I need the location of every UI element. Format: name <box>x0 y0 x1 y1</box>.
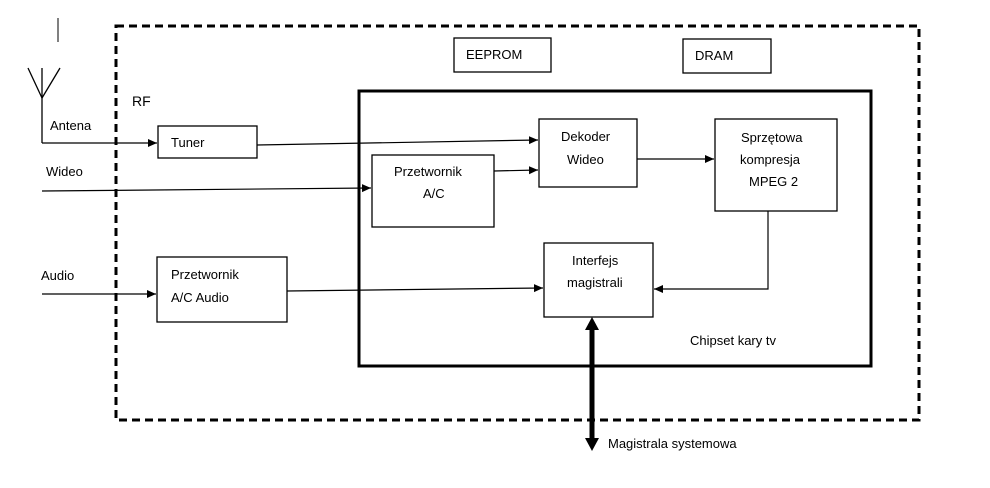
svg-text:Dekoder: Dekoder <box>561 129 611 144</box>
svg-text:Interfejs: Interfejs <box>572 253 619 268</box>
board-label: RF <box>132 93 151 109</box>
svg-text:MPEG 2: MPEG 2 <box>749 174 798 189</box>
adc-audio-block: Przetwornik A/C Audio <box>156 256 288 323</box>
svg-text:Tuner: Tuner <box>171 135 205 150</box>
svg-text:magistrali: magistrali <box>567 275 623 290</box>
tuner-block: Tuner <box>157 125 258 159</box>
svg-text:DRAM: DRAM <box>695 48 733 63</box>
bus-interface-block: Interfejs magistrali <box>543 242 654 318</box>
svg-text:kompresja: kompresja <box>740 152 801 167</box>
svg-text:Przetwornik: Przetwornik <box>171 267 239 282</box>
video-input-label: Wideo <box>46 164 83 179</box>
svg-text:Wideo: Wideo <box>567 152 604 167</box>
svg-text:Sprzętowa: Sprzętowa <box>741 130 803 145</box>
video-decoder-block: Dekoder Wideo <box>538 118 638 188</box>
svg-text:A/C: A/C <box>423 186 445 201</box>
mpeg-compression-block: Sprzętowa kompresja MPEG 2 <box>714 118 838 212</box>
chipset-outline <box>357 89 873 368</box>
svg-text:Przetwornik: Przetwornik <box>394 164 462 179</box>
adc-video-block: Przetwornik A/C <box>371 154 495 228</box>
chipset-label: Chipset kary tv <box>690 333 776 348</box>
system-bus-arrow <box>585 317 599 451</box>
wire-mpeg-interface <box>654 211 769 293</box>
svg-text:A/C Audio: A/C Audio <box>171 290 229 305</box>
board-outline <box>114 24 921 422</box>
eeprom-block: EEPROM <box>453 37 552 73</box>
system-bus-label: Magistrala systemowa <box>608 436 737 451</box>
dram-block: DRAM <box>682 38 772 74</box>
wire-adc-decoder <box>493 166 539 175</box>
wire-video-adc <box>41 184 372 193</box>
antenna-icon <box>27 67 61 143</box>
svg-text:EEPROM: EEPROM <box>466 47 522 62</box>
audio-input-label: Audio <box>41 268 74 283</box>
wire-tuner-decoder <box>256 136 539 146</box>
wire-adcaudio-interface <box>286 284 544 293</box>
antenna-label: Antena <box>50 118 92 133</box>
